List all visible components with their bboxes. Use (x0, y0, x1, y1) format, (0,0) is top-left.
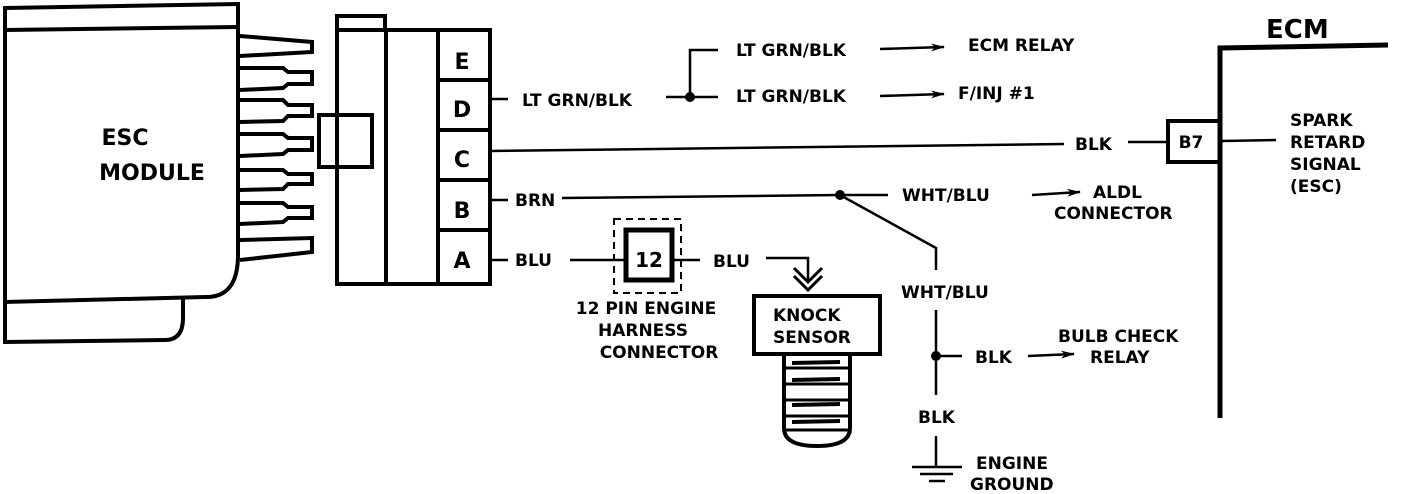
harness-connector-label: CONNECTOR (600, 343, 719, 363)
arrow-icon (1027, 350, 1075, 359)
connector-latch (335, 14, 387, 32)
harness-connector-pin-box (623, 227, 675, 283)
esc-module-top-band (4, 25, 239, 32)
ground-label: ENGINE (976, 454, 1048, 474)
harness-connector-label: HARNESS (598, 321, 688, 341)
ecm-title: ECM (1266, 15, 1329, 45)
esc-module-body (3, 1, 240, 305)
wire-label-pin-d: LT GRN/BLK (522, 91, 633, 111)
ecm: ECM B7 SPARK RETARD SIGNAL (ESC) (1166, 15, 1389, 418)
ecm-boundary (1217, 42, 1389, 418)
ecm-terminal-label: B7 (1179, 133, 1204, 153)
esc-module-label: ESC (101, 126, 148, 151)
harness-connector-label: 12 PIN ENGINE (576, 299, 716, 319)
ecm-signal-label: (ESC) (1290, 177, 1342, 197)
knock-sensor-head (752, 294, 882, 356)
wire-label-pin-c: BLK (1075, 135, 1113, 155)
pin-c-label: C (454, 148, 470, 173)
ecm-signal-label: SPARK (1290, 111, 1353, 131)
esc-connector: E D C B A (317, 14, 492, 286)
wire-pin-b: BRN WHT/BLU ALDL CONNECTOR WHT/BLU BLK B… (490, 183, 1179, 494)
dest-bulb-check: BULB CHECK (1058, 327, 1179, 347)
wire-label-aldl: WHT/BLU (902, 186, 990, 206)
wire-label-wht-blu: WHT/BLU (901, 283, 989, 303)
wire-pin-c: BLK (489, 135, 1168, 155)
knock-sensor-label: SENSOR (773, 328, 851, 348)
knock-sensor: KNOCK SENSOR (752, 294, 882, 449)
esc-module: ESC MODULE (3, 1, 314, 345)
connector-pins: E D C B A (438, 50, 490, 274)
knock-sensor-threads (784, 360, 850, 432)
dest-finj: F/INJ #1 (958, 84, 1035, 104)
ground-icon (912, 465, 962, 483)
dest-aldl: ALDL (1093, 183, 1142, 203)
harness-pin-number: 12 (635, 248, 663, 272)
pin-b-label: B (454, 199, 471, 224)
pin-a-label: A (453, 249, 470, 274)
dest-ecm-relay: ECM RELAY (968, 36, 1075, 56)
ground-label: GROUND (970, 475, 1054, 494)
wire-pin-d: LT GRN/BLK LT GRN/BLK ECM RELAY LT GRN/B… (490, 36, 1075, 111)
harness-connector: 12 12 PIN ENGINE HARNESS CONNECTOR (576, 218, 719, 363)
arrow-icon (879, 43, 945, 52)
knock-sensor-label: KNOCK (773, 306, 841, 326)
wire-label-ground: BLK (918, 408, 956, 428)
esc-module-label: MODULE (99, 161, 205, 186)
wire-label-pin-a: BLU (515, 251, 552, 271)
ecm-terminal-b7 (1166, 119, 1222, 164)
dest-aldl: CONNECTOR (1054, 204, 1173, 224)
pin-e-label: E (454, 50, 469, 75)
esc-module-pins (239, 34, 314, 262)
ecm-signal-label: SIGNAL (1290, 155, 1361, 175)
dest-bulb-check: RELAY (1090, 348, 1150, 368)
knock-sensor-terminal-icon (792, 266, 824, 293)
wire-label-harness-out: BLU (713, 252, 750, 272)
harness-connector-outline (613, 218, 682, 294)
ecm-signal-label: RETARD (1290, 133, 1365, 153)
connector-lock-tab (317, 113, 374, 169)
wire-label-ecm-relay: LT GRN/BLK (736, 41, 847, 61)
pin-d-label: D (453, 98, 471, 123)
arrow-icon (1031, 188, 1081, 197)
wire-label-finj: LT GRN/BLK (736, 87, 847, 107)
knock-sensor-stud (782, 354, 852, 449)
wire-label-pin-b: BRN (515, 191, 555, 211)
connector-body (335, 28, 492, 286)
arrow-icon (879, 90, 945, 99)
wire-pin-a: BLU 12 12 PIN ENGINE HARNESS CONNECTOR B… (490, 218, 824, 363)
wire-label-bulb-check: BLK (975, 348, 1013, 368)
esc-module-bottom-tab (3, 298, 185, 345)
